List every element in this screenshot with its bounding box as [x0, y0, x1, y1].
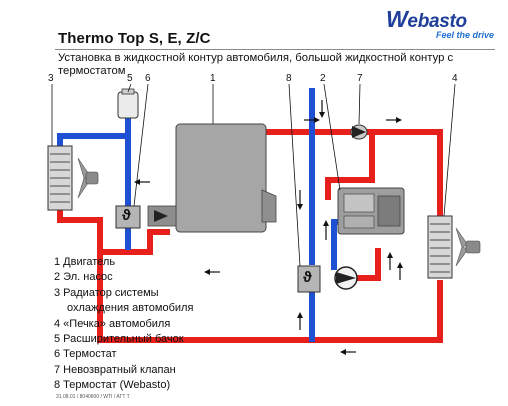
callout-leaders: [51, 83, 456, 267]
diagram-subtitle: Установка в жидкостной контур автомобиля…: [58, 52, 454, 77]
callout-3: 3: [48, 73, 54, 84]
thermostat-symbol-left: ϑ: [122, 207, 131, 224]
cold-pipe-radiator-top: [57, 118, 131, 148]
footer-reference: 31.08.01 / 8040600 / WTI / ATT T: [56, 394, 130, 400]
legend-item: 5 Расширительный бачок: [54, 333, 184, 346]
callout-1: 1: [210, 73, 216, 84]
page-title: Thermo Top S, E, Z/C: [58, 30, 211, 47]
heater-unit-icon: [337, 187, 405, 235]
brand-logo-rest: ebasto: [407, 11, 467, 32]
hot-pipe-top: [262, 129, 443, 218]
heater-core-icon: [427, 215, 453, 279]
hot-pipes: [57, 129, 443, 343]
legend-item: 2 Эл. насос: [54, 271, 113, 284]
brand-tagline: Feel the drive: [436, 30, 495, 40]
callout-5: 5: [127, 73, 133, 84]
radiator-icon: [47, 145, 73, 211]
legend-item: 8 Термостат (Webasto): [54, 379, 171, 392]
check-valve-icon: [350, 124, 368, 140]
title-divider: [55, 49, 495, 50]
legend-item: 3 Радиатор системы: [54, 286, 159, 299]
legend-item: 6 Термостат: [54, 348, 117, 361]
webasto-thermostat-icon: [297, 265, 321, 293]
callout-4: 4: [452, 73, 458, 84]
callout-6: 6: [145, 73, 151, 84]
pump-icon: [334, 266, 358, 290]
thermostat-symbol-webasto: ϑ: [303, 269, 312, 286]
brand-logo: Webasto: [386, 6, 467, 33]
callout-2: 2: [320, 73, 326, 84]
fan-icon: [77, 157, 99, 199]
engine-icon: [147, 123, 277, 233]
callout-8: 8: [286, 73, 292, 84]
expansion-tank-icon: [117, 88, 139, 119]
component-legend: 1 Двигатель 2 Эл. насос 3 Радиатор систе…: [54, 255, 193, 394]
flow-arrow-icon: [134, 100, 403, 355]
hot-pipe-radiator-bottom: [57, 208, 103, 252]
hot-pipe-heater-feed: [325, 132, 375, 200]
hot-pipe-pump-out: [356, 248, 381, 281]
callout-7: 7: [357, 73, 363, 84]
legend-item: 1 Двигатель: [54, 256, 116, 268]
thermostat-icon: [115, 205, 141, 229]
legend-item: охлаждения автомобиля: [67, 302, 194, 315]
brand-logo-mark: W: [386, 6, 408, 32]
legend-item: 4 «Печка» автомобиля: [54, 317, 171, 330]
legend-item: 7 Невозвратный клапан: [54, 363, 176, 376]
fan-icon: [455, 227, 481, 267]
